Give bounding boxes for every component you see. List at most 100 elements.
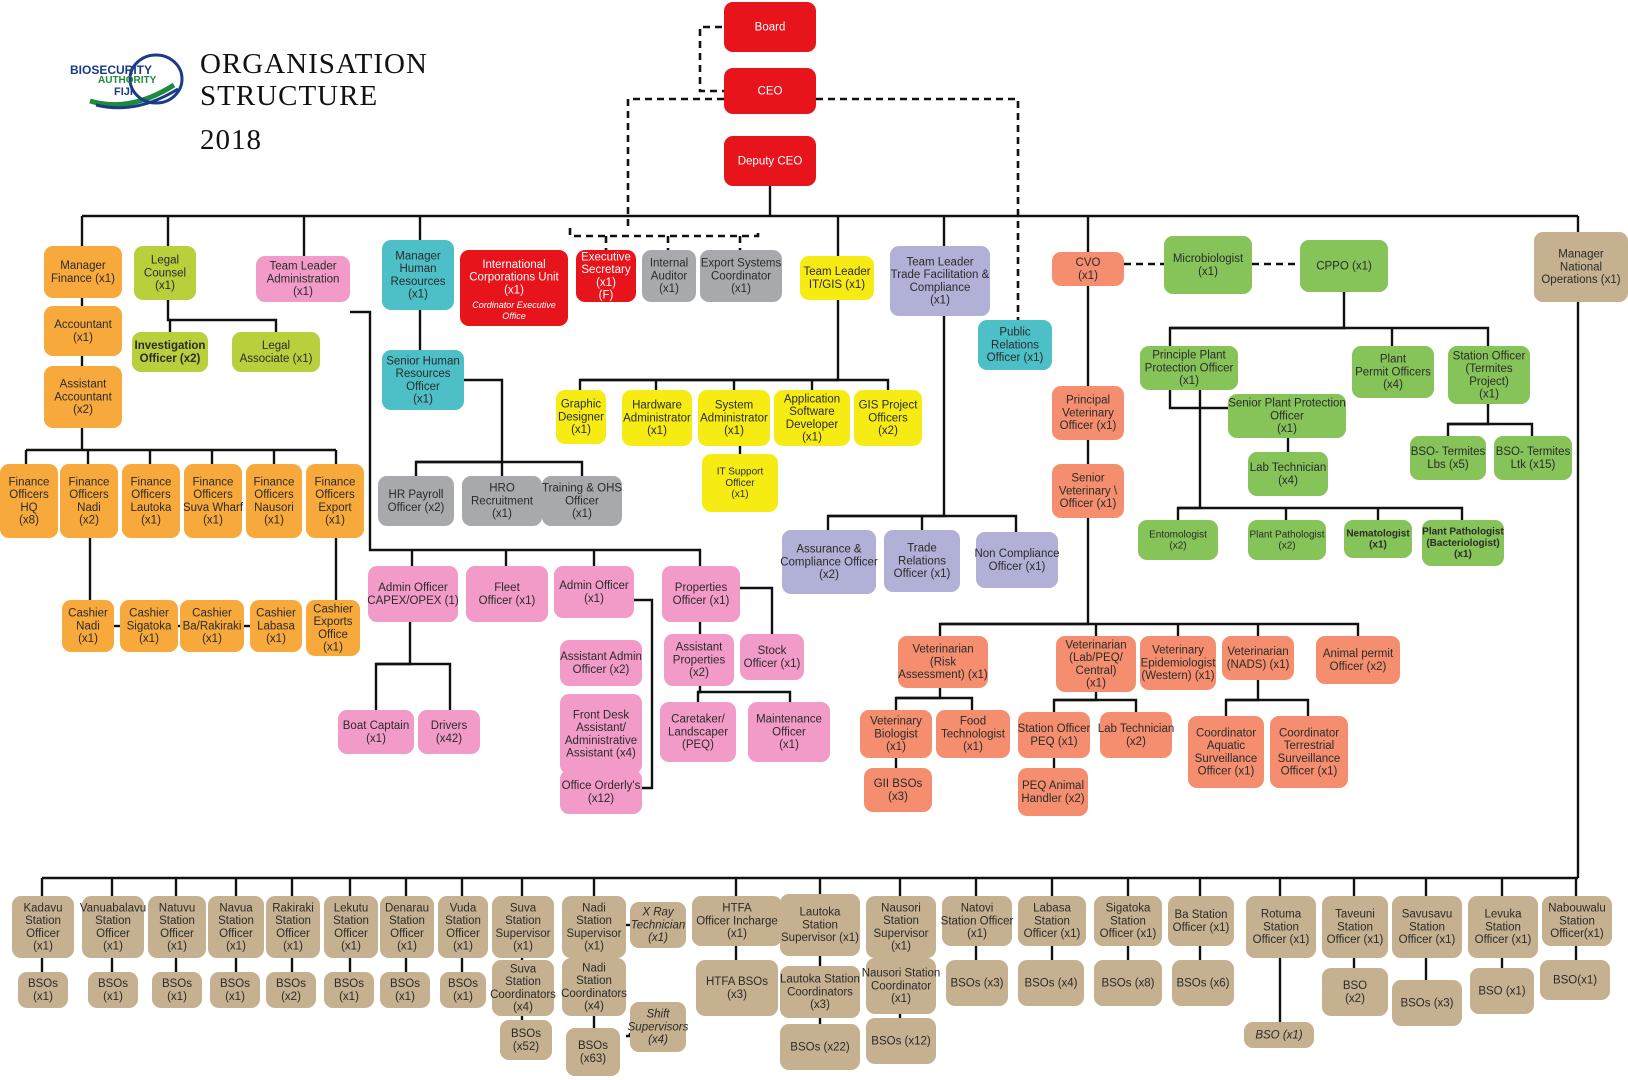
connector-line <box>374 622 412 710</box>
org-node-box <box>1352 346 1434 398</box>
org-node-box <box>864 768 932 812</box>
org-node-label: BSO (x1) <box>1255 1029 1302 1041</box>
org-node-box <box>560 640 642 686</box>
org-node-box <box>566 1028 620 1076</box>
org-node-b_lek: BSOs(x1) <box>324 972 374 1008</box>
org-node-box <box>724 136 816 186</box>
org-node-b_sav: BSOs (x3) <box>1392 980 1462 1026</box>
connector-line <box>578 300 840 390</box>
org-node-box <box>942 896 1012 946</box>
org-node-box <box>380 896 434 958</box>
connector-line <box>1170 326 1490 346</box>
org-node-box <box>898 636 988 688</box>
connector-line <box>740 586 774 634</box>
connector-line <box>166 300 172 332</box>
org-node-box <box>1534 232 1628 302</box>
org-node-label: CEO <box>758 85 783 97</box>
org-node-label: BSO (x1) <box>1478 985 1525 997</box>
org-node-box <box>250 600 302 652</box>
org-node-box <box>780 1024 860 1070</box>
org-node-boat: Boat Captain(x1) <box>338 710 414 754</box>
org-node-label: Entomologist(x2) <box>1149 529 1207 551</box>
org-node-label: BSO(x1) <box>1553 974 1597 986</box>
org-node-label: BSOs (x12) <box>871 1035 931 1047</box>
org-node-b_lab: BSOs (x4) <box>1018 960 1084 1006</box>
org-node-b_sig: BSOs (x8) <box>1094 960 1162 1006</box>
org-node-box <box>740 634 804 680</box>
connector-line <box>416 460 584 476</box>
org-node-box <box>976 532 1058 588</box>
org-node-label: Microbiologist(x1) <box>1173 253 1244 278</box>
org-node-caret: Caretaker/Landscaper(PEQ) <box>660 702 736 762</box>
org-node-label: Deputy CEO <box>738 155 803 167</box>
org-node-box <box>1188 716 1264 788</box>
org-node-box <box>462 476 542 526</box>
title-line-2: STRUCTURE <box>200 80 379 112</box>
org-node-label: BSOs(x1) <box>98 978 128 1003</box>
org-node-cppo: CPPO (x1) <box>1300 240 1388 292</box>
org-node-box <box>560 770 642 814</box>
org-node-box <box>382 240 454 310</box>
org-node-box <box>1052 464 1124 518</box>
org-node-box <box>82 896 144 958</box>
org-node-label: BSOs (x3) <box>1400 997 1453 1009</box>
connector-line <box>698 690 792 702</box>
org-node-box <box>378 476 454 526</box>
org-node-label: BSO(x2) <box>1343 980 1367 1005</box>
org-node-admoff: Admin Officer(x1) <box>554 566 634 618</box>
org-node-acct: Accountant(x1) <box>44 306 122 356</box>
org-node-board: Board <box>724 2 816 52</box>
org-node-box <box>562 958 626 1016</box>
org-node-box <box>1056 636 1136 692</box>
connector-line <box>580 378 890 390</box>
org-node-box <box>576 250 636 302</box>
org-node-ceo: CEO <box>724 68 816 114</box>
org-node-label: Plant Pathologist(Bacteriologist)(x1) <box>1422 527 1504 560</box>
